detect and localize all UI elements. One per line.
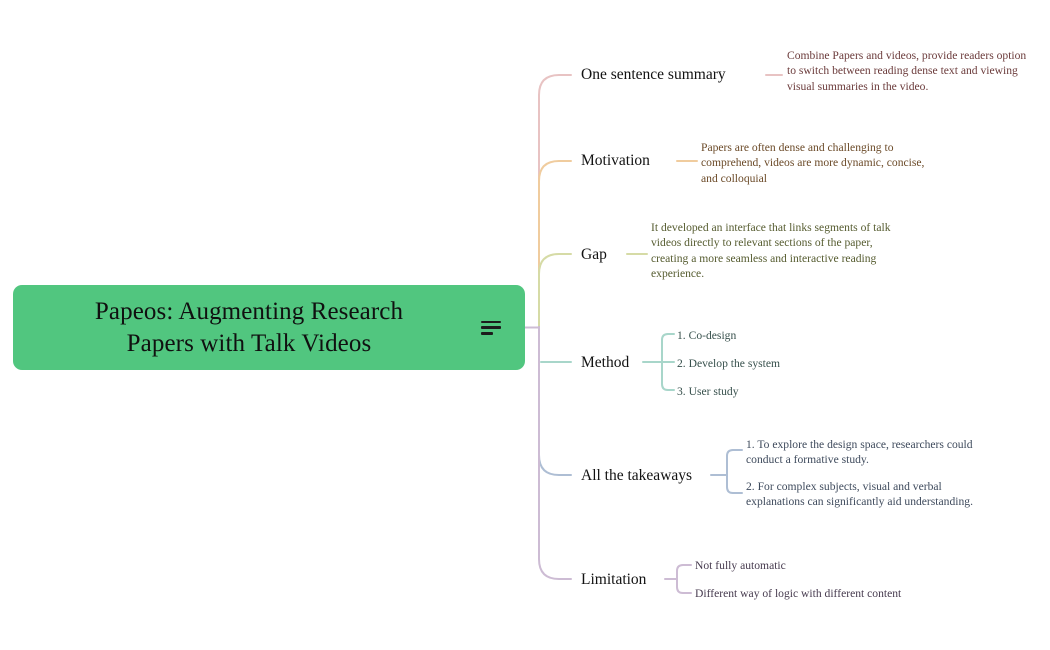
leaf-method-1[interactable]: 1. Co-design [677, 329, 737, 342]
branch-label-limitation[interactable]: Limitation [581, 571, 647, 588]
leaf-all-the-takeaways-1[interactable]: 1. To explore the design space, research… [746, 438, 973, 467]
trunk-segment-takeaways [538, 326, 572, 476]
notes-line-3 [481, 331, 493, 335]
leaf-gap-1[interactable]: It developed an interface that links seg… [651, 221, 891, 281]
trunk-segment-motivation [538, 160, 572, 328]
connector-method-bracket [661, 333, 669, 391]
trunk-segment-limitation [538, 326, 572, 580]
branch-label-motivation[interactable]: Motivation [581, 152, 650, 169]
root-title: Papeos: Augmenting Research Papers with … [94, 297, 404, 357]
connector-limitation-bracket [676, 564, 684, 594]
notes-line-2 [481, 326, 501, 329]
branch-label-method[interactable]: Method [581, 354, 630, 371]
trunk-segment-summary [538, 74, 572, 328]
branch-label-one-sentence-summary[interactable]: One sentence summary [581, 66, 726, 83]
leaf-limitation-2[interactable]: Different way of logic with different co… [695, 587, 902, 600]
leaf-method-2[interactable]: 2. Develop the system [677, 357, 781, 370]
leaf-one-sentence-summary-1[interactable]: Combine Papers and videos, provide reade… [787, 49, 1027, 93]
branch-label-gap[interactable]: Gap [581, 246, 607, 263]
notes-lines-icon[interactable] [481, 320, 501, 335]
notes-line-1 [481, 320, 501, 324]
leaf-method-3[interactable]: 3. User study [677, 385, 739, 398]
connector-takeaways-bracket [726, 449, 734, 494]
leaf-motivation-1[interactable]: Papers are often dense and challenging t… [701, 141, 925, 185]
branch-label-all-the-takeaways[interactable]: All the takeaways [581, 467, 693, 484]
leaf-limitation-1[interactable]: Not fully automatic [695, 559, 786, 572]
leaf-all-the-takeaways-2[interactable]: 2. For complex subjects, visual and verb… [746, 480, 973, 509]
trunk-segment-gap [538, 253, 572, 328]
root-node[interactable]: Papeos: Augmenting Research Papers with … [13, 285, 525, 370]
